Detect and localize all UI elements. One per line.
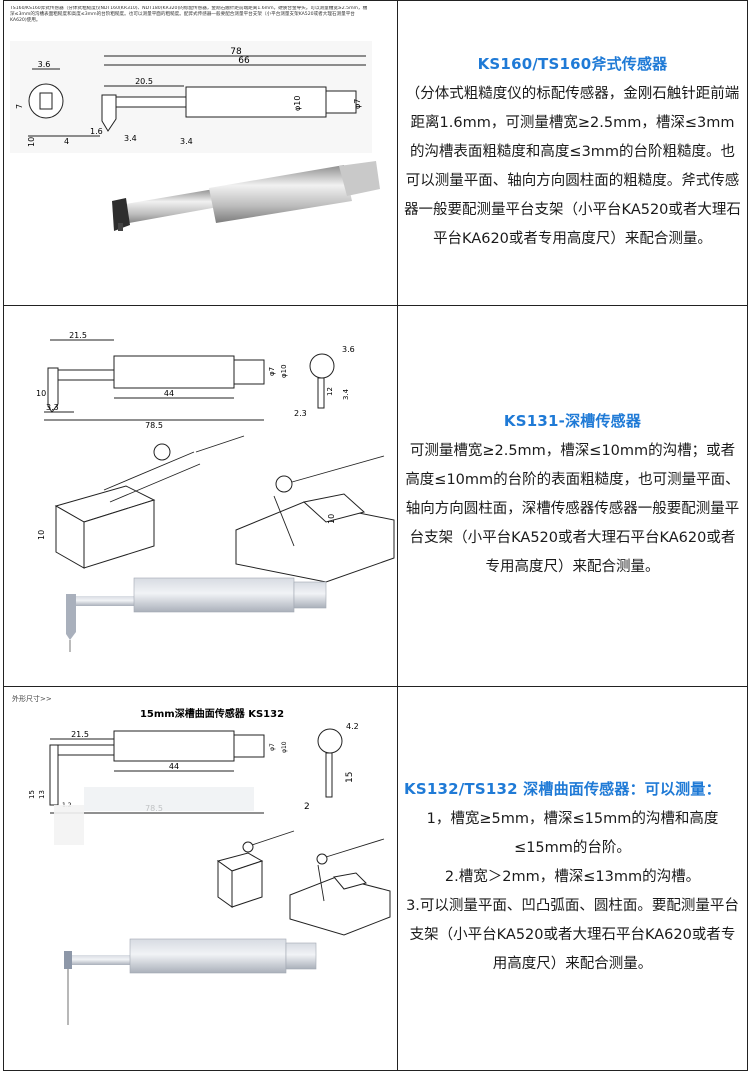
ks160-dim-78: 78: [230, 47, 242, 57]
ks160-dim-66: 66: [238, 56, 250, 66]
ks132-dim-44: 44: [169, 762, 179, 771]
ks132-line-2: 2.槽宽＞2mm，槽深≤13mm的沟槽。: [444, 869, 701, 885]
ks132-dim-15b: 15: [345, 772, 355, 783]
ks160-photo: [112, 161, 380, 231]
ks132-drawing: 外形尺寸>> 15mm深槽曲面传感器 KS132 21.5 φ7 φ10 44 …: [4, 687, 396, 1066]
ks160-title: KS160/TS160斧式传感器: [477, 54, 668, 73]
ks131-front-needle: [317, 377, 325, 409]
ks132-body: [113, 730, 235, 762]
ks160-dim-10: φ10: [293, 96, 302, 111]
ks160-dim-34b: 3.4: [180, 137, 193, 146]
ks160-axe-head: [101, 94, 117, 132]
ks131-body: [113, 355, 235, 389]
sensor-spec-table: TS160/KS160斧式传感器（分体式粗糙度仪NDT160(KR310)、ND…: [3, 0, 748, 1071]
ks132-needle: [49, 744, 59, 806]
ks160-text-cell: KS160/TS160斧式传感器 （分体式粗糙度仪的标配传感器，金刚石触针距前端…: [397, 0, 748, 306]
ks132-description: 1，槽宽≥5mm，槽深≤15mm的沟槽和高度≤15mm的台阶。 2.槽宽＞2mm…: [404, 805, 741, 979]
ks132-line-1: 1，槽宽≥5mm，槽深≤15mm的沟槽和高度≤15mm的台阶。: [426, 811, 719, 856]
ks132-image-cell: 外形尺寸>> 15mm深槽曲面传感器 KS132 21.5 φ7 φ10 44 …: [3, 686, 398, 1071]
ks132-front-needle: [325, 752, 333, 798]
ks160-probe-arm: [115, 96, 187, 108]
ks132-dim-13: 13: [38, 790, 46, 799]
ks132-arm: [55, 744, 115, 756]
ks131-dim-12: 12: [326, 387, 334, 396]
ks131-arm: [53, 369, 115, 381]
ks160-caption: TS160/KS160斧式传感器（分体式粗糙度仪NDT160(KR310)、ND…: [10, 6, 368, 23]
ks131-sketch-right: 10: [235, 455, 395, 583]
ks131-dim-phi7: φ7: [268, 367, 276, 376]
spec-sheet: TS160/KS160斧式传感器（分体式粗糙度仪NDT160(KR310)、ND…: [3, 0, 748, 1071]
ks160-body: [185, 86, 327, 118]
ks132-dim-2: 2: [304, 802, 310, 812]
ks132-dim-phi7: φ7: [269, 743, 276, 751]
ks131-description: 可测量槽宽≥2.5mm，槽深≤10mm的沟槽；或者高度≤10mm的台阶的表面粗糙…: [405, 443, 740, 575]
ks131-dim-34: 3.4: [342, 388, 350, 400]
ks131-dim-10: 10: [36, 389, 46, 398]
ks131-title: KS131-深槽传感器: [503, 412, 642, 430]
ks132-title: KS132/TS132 深槽曲面传感器：可以测量：: [404, 780, 721, 798]
ks160-drawing: TS160/KS160斧式传感器（分体式粗糙度仪NDT160(KR310)、ND…: [4, 1, 396, 301]
ks131-text-cell: KS131-深槽传感器 可测量槽宽≥2.5mm，槽深≤10mm的沟槽；或者高度≤…: [397, 305, 748, 687]
ks132-sketch-left: [216, 830, 295, 908]
ks160-description: （分体式粗糙度仪的标配传感器，金刚石触针距前端距离1.6mm，可测量槽宽≥2.5…: [404, 85, 741, 247]
ks160-dim-7b: 7: [15, 104, 24, 109]
row-ks160: TS160/KS160斧式传感器（分体式粗糙度仪NDT160(KR310)、ND…: [3, 0, 748, 306]
ks160-image-cell: TS160/KS160斧式传感器（分体式粗糙度仪NDT160(KR310)、ND…: [3, 0, 398, 306]
ks160-dim-34: 3.4: [124, 134, 137, 143]
ks132-dim-42: 4.2: [346, 722, 359, 731]
ks160-dim-205: 20.5: [135, 77, 153, 86]
ks131-tail: [233, 359, 265, 385]
ks131-dim-44: 44: [164, 389, 174, 398]
ks160-dim-36: 3.6: [38, 60, 51, 69]
ks131-dim-23: 2.3: [294, 409, 307, 418]
ks132-sketch-right: [289, 838, 391, 936]
ks131-dim-36: 3.6: [342, 345, 355, 354]
ks132-outline-label: 外形尺寸>>: [12, 694, 52, 703]
ks131-drawing: 21.5 φ7 φ10 44 10 3.3 78.5 3.6 12 3.4: [4, 306, 396, 682]
ks131-dim-33: 3.3: [46, 403, 59, 412]
ks131-render: [66, 577, 327, 652]
ks131-sketch-dim-10: 10: [37, 530, 46, 540]
ks131-sketch-left: 10: [37, 435, 245, 569]
ks131-front-circle: [309, 353, 335, 379]
ks132-tail: [233, 734, 265, 758]
ks132-drawing-title: 15mm深槽曲面传感器 KS132: [140, 707, 284, 720]
ks132-text-cell: KS132/TS132 深槽曲面传感器：可以测量： 1，槽宽≥5mm，槽深≤15…: [397, 686, 748, 1071]
ks160-front-slot: [39, 92, 53, 110]
ks132-dim-15: 15: [28, 790, 36, 799]
ks160-dim-10b: 10: [27, 137, 36, 147]
row-ks131: 21.5 φ7 φ10 44 10 3.3 78.5 3.6 12 3.4: [3, 305, 748, 687]
ks160-dim-16: 1.6: [90, 127, 103, 136]
ks132-dim-phi10: φ10: [281, 741, 288, 753]
ks160-dim-4: 4: [64, 137, 69, 146]
ks131-image-cell: 21.5 φ7 φ10 44 10 3.3 78.5 3.6 12 3.4: [3, 305, 398, 687]
ks132-line-3: 3.可以测量平面、凹凸弧面、圆柱面。要配测量平台支架（小平台KA520或者大理石…: [406, 898, 739, 972]
ks131-sketch-dim-10b: 10: [327, 514, 336, 524]
ks160-tail: [325, 90, 357, 114]
row-ks132: 外形尺寸>> 15mm深槽曲面传感器 KS132 21.5 φ7 φ10 44 …: [3, 686, 748, 1071]
ks160-dim-7: φ7: [353, 99, 362, 109]
ks132-dim-215: 21.5: [71, 730, 89, 739]
ks131-head: [47, 367, 59, 413]
ks131-dim-785: 78.5: [145, 421, 163, 430]
ks132-render: [64, 938, 317, 1025]
ks131-dim-phi10: φ10: [280, 364, 288, 378]
ks131-dim-215: 21.5: [69, 331, 87, 340]
ks132-front-circle: [317, 728, 343, 754]
